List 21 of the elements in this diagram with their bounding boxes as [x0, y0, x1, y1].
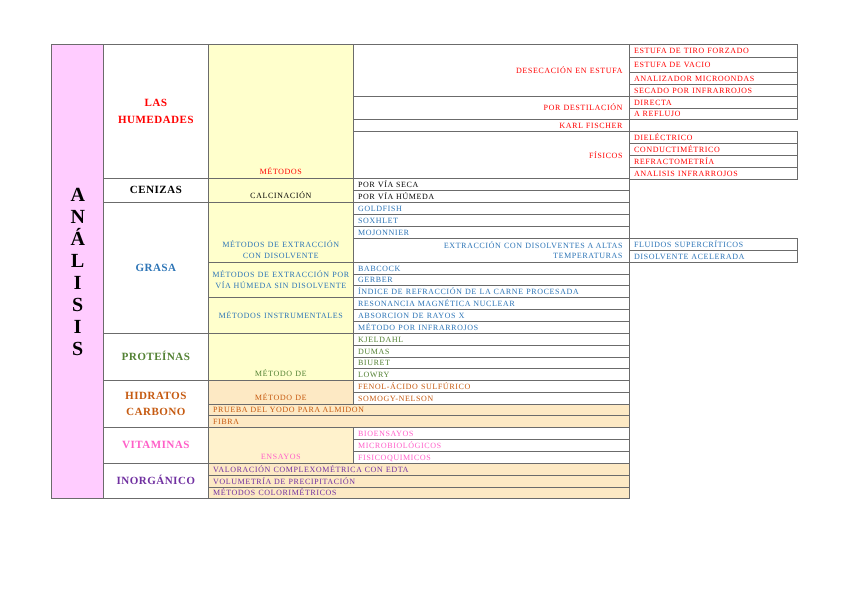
method-cell: MÉTODO DE	[208, 380, 354, 405]
variant-cell: ESTUFA DE TIRO FORZADO	[629, 44, 798, 58]
method-cell: MÉTODOS	[208, 44, 354, 179]
variant-cell: A REFLUJO	[629, 108, 798, 120]
variant-cell: DISOLVENTE ACELERADA	[629, 250, 798, 263]
technique-cell: FIBRA	[208, 415, 630, 428]
variant-cell: FLUIDOS SUPERCRÍTICOS	[629, 238, 798, 251]
method-cell: MÉTODOS DE EXTRACCIÓN POR VÍA HÚMEDA SIN DISOLVENTE	[208, 262, 354, 298]
technique-cell: VALORACIÓN COMPLEXOMÉTRICA CON EDTA	[208, 463, 630, 476]
method-cell: MÉTODOS DE EXTRACCIÓN CON DISOLVENTE	[208, 202, 354, 263]
technique-cell: VOLUMETRÍA DE PRECIPITACIÓN	[208, 475, 630, 488]
technique-cell: PRUEBA DEL YODO PARA ALMIDON	[208, 404, 630, 416]
technique-cell: MÉTODOS COLORIMÉTRICOS	[208, 487, 630, 499]
method-cell: CALCINACIÓN	[208, 178, 354, 203]
method-cell: ENSAYOS	[208, 427, 354, 464]
title-cell: ANÁLISIS	[51, 44, 104, 499]
variant-cell: ANALISIS INFRARROJOS	[629, 167, 798, 180]
technique-cell: POR VÍA SECA	[353, 178, 630, 191]
method-cell: MÉTODO DE	[208, 333, 354, 381]
method-cell: MÉTODOS INSTRUMENTALES	[208, 297, 354, 334]
variant-cell: DIELÉCTRICO	[629, 131, 798, 144]
